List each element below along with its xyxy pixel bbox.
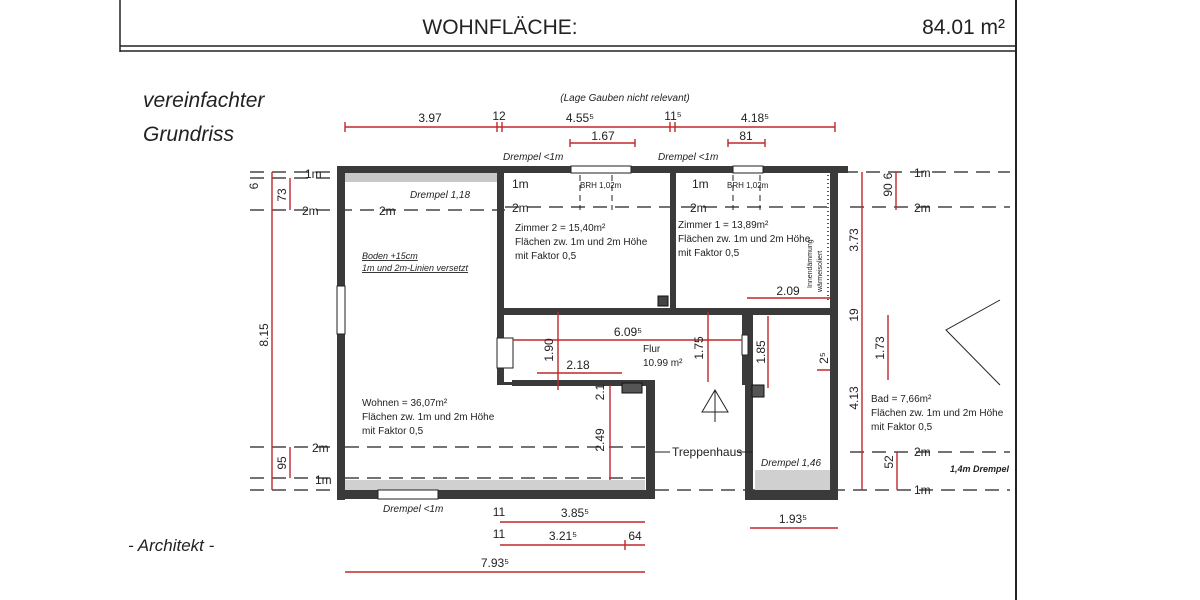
dim-left-8-15: 8.15 [257,323,271,347]
note-top: (Lage Gauben nicht relevant) [560,93,690,104]
dim-left-95: 95 [275,456,289,470]
header-title: WOHNFLÄCHE: [422,16,577,39]
drempel-bottom: Drempel <1m [383,504,443,515]
dim-top-1-67: 1.67 [591,129,615,143]
plan-title-line2: Grundriss [143,123,235,146]
dim-top-81: 81 [739,129,753,143]
dim-right-90: 90 [881,183,895,197]
dim-1-90: 1.90 [542,338,556,362]
dim-right-4-13: 4.13 [847,386,861,410]
dim-right-1-73: 1.73 [873,336,887,360]
room-bad: Bad = 7,66m² Flächen zw. 1m und 2m Höhe … [871,394,1004,433]
height-1m-right: 1m [914,166,931,180]
drempel-area-bad [755,470,830,490]
room-note: Flächen zw. 1m und 2m Höhe [515,237,648,248]
stairs-arrow-icon [701,389,729,422]
dim-top-4-55: 4.55⁵ [566,111,594,125]
height-2m-wohnen: 2m [379,204,396,218]
room-wohnen: Boden +15cm 1m und 2m-Linien versetzt Wo… [362,251,495,437]
room-name: Zimmer 2 = 15,40m² [515,223,606,234]
dim-bottom-1-93: 1.93⁵ [779,512,807,526]
dimension-lines [271,122,898,573]
drempel-zimmer2: Drempel <1m [503,152,563,163]
room-name: Flur [643,344,661,355]
insulation-note: wärmeisoliert [817,251,824,293]
frame [119,0,1017,600]
room-note: mit Faktor 0,5 [678,248,740,259]
dim-bottom-7-93: 7.93⁵ [481,556,509,570]
dim-top-3-97: 3.97 [418,111,442,125]
height-1m-zimmer2: 1m [512,177,529,191]
dim-2-09: 2.09 [776,284,800,298]
room-note: mit Faktor 0,5 [871,422,933,433]
room-note: Flächen zw. 1m und 2m Höhe [871,408,1004,419]
room-area: 10.99 m² [643,358,683,369]
dim-bottom-11a: 11 [493,505,506,519]
brh-label: BRH 1,02m [580,181,622,190]
drempel-area-top [345,172,497,182]
dim-bottom-3-85: 3.85⁵ [561,506,589,520]
roof-chevron-icon [945,299,1001,386]
dim-left-6: 6 [247,182,261,189]
room-note: mit Faktor 0,5 [515,251,577,262]
dim-2-1: 2.1 [593,383,607,400]
dim-bottom-11b: 11 [493,527,506,541]
dim-top-4-18: 4.18⁵ [741,111,769,125]
room-name: Wohnen = 36,07m² [362,398,448,409]
dim-right-3-73: 3.73 [847,228,861,252]
room-flur: Flur 10.99 m² [643,344,683,369]
room-name: Bad = 7,66m² [871,394,932,405]
height-1m-bottom: 1m [315,473,332,487]
dim-top-12: 12 [492,109,506,123]
floor-note: 1m und 2m-Linien versetzt [362,263,469,273]
room-note: mit Faktor 0,5 [362,426,424,437]
drempel-area-bottom [345,480,645,490]
dim-left-73: 73 [275,188,289,202]
floor-note: Boden +15cm [362,251,418,261]
room-name: Zimmer 1 = 13,89m² [678,220,769,231]
dim-2-49: 2.49 [593,428,607,452]
room-zimmer2: BRH 1,02m Zimmer 2 = 15,40m² Flächen zw.… [515,181,648,262]
height-1m-left: 1m [305,167,322,181]
dim-2-5: 2⁵ [817,352,831,364]
drempel-zimmer1: Drempel <1m [658,152,718,163]
room-treppenhaus: Treppenhaus [672,445,742,459]
height-2m-zimmer2: 2m [512,201,529,215]
insulation-note: Innendämmung [807,239,814,288]
dim-top-11: 11⁵ [664,109,681,123]
drempel-top-left: Drempel 1,18 [410,190,470,201]
height-1m-bad: 1m [914,483,931,497]
height-2m-bottom: 2m [312,441,329,455]
drempel-right: 1,4m Drempel [950,464,1010,474]
dim-flur-6-09: 6.09⁵ [614,325,642,339]
dim-1-75: 1.75 [692,336,706,360]
height-2m-zimmer1: 2m [690,201,707,215]
brh-label: BRH 1,02m [727,181,769,190]
height-2m-right: 2m [914,201,931,215]
dim-right-6: 6 [881,172,895,179]
dim-bottom-3-21: 3.21⁵ [549,529,577,543]
windows [336,165,764,500]
dim-1-85: 1.85 [754,340,768,364]
dim-right-52: 52 [882,455,896,469]
room-zimmer1: BRH 1,02m Zimmer 1 = 13,89m² Flächen zw.… [678,181,824,293]
height-1m-zimmer1: 1m [692,177,709,191]
room-note: Flächen zw. 1m und 2m Höhe [678,234,811,245]
drempel-bad: Drempel 1,46 [761,458,821,469]
height-2m-bad: 2m [914,445,931,459]
total-area: 84.01 m² [922,16,1005,39]
dim-2-18: 2.18 [566,358,590,372]
dim-bottom-64: 64 [628,529,642,543]
height-2m-left: 2m [302,204,319,218]
dim-right-19: 19 [847,308,861,322]
plan-title-line1: vereinfachter [143,89,265,112]
architect-label: - Architekt - [128,536,215,555]
room-note: Flächen zw. 1m und 2m Höhe [362,412,495,423]
